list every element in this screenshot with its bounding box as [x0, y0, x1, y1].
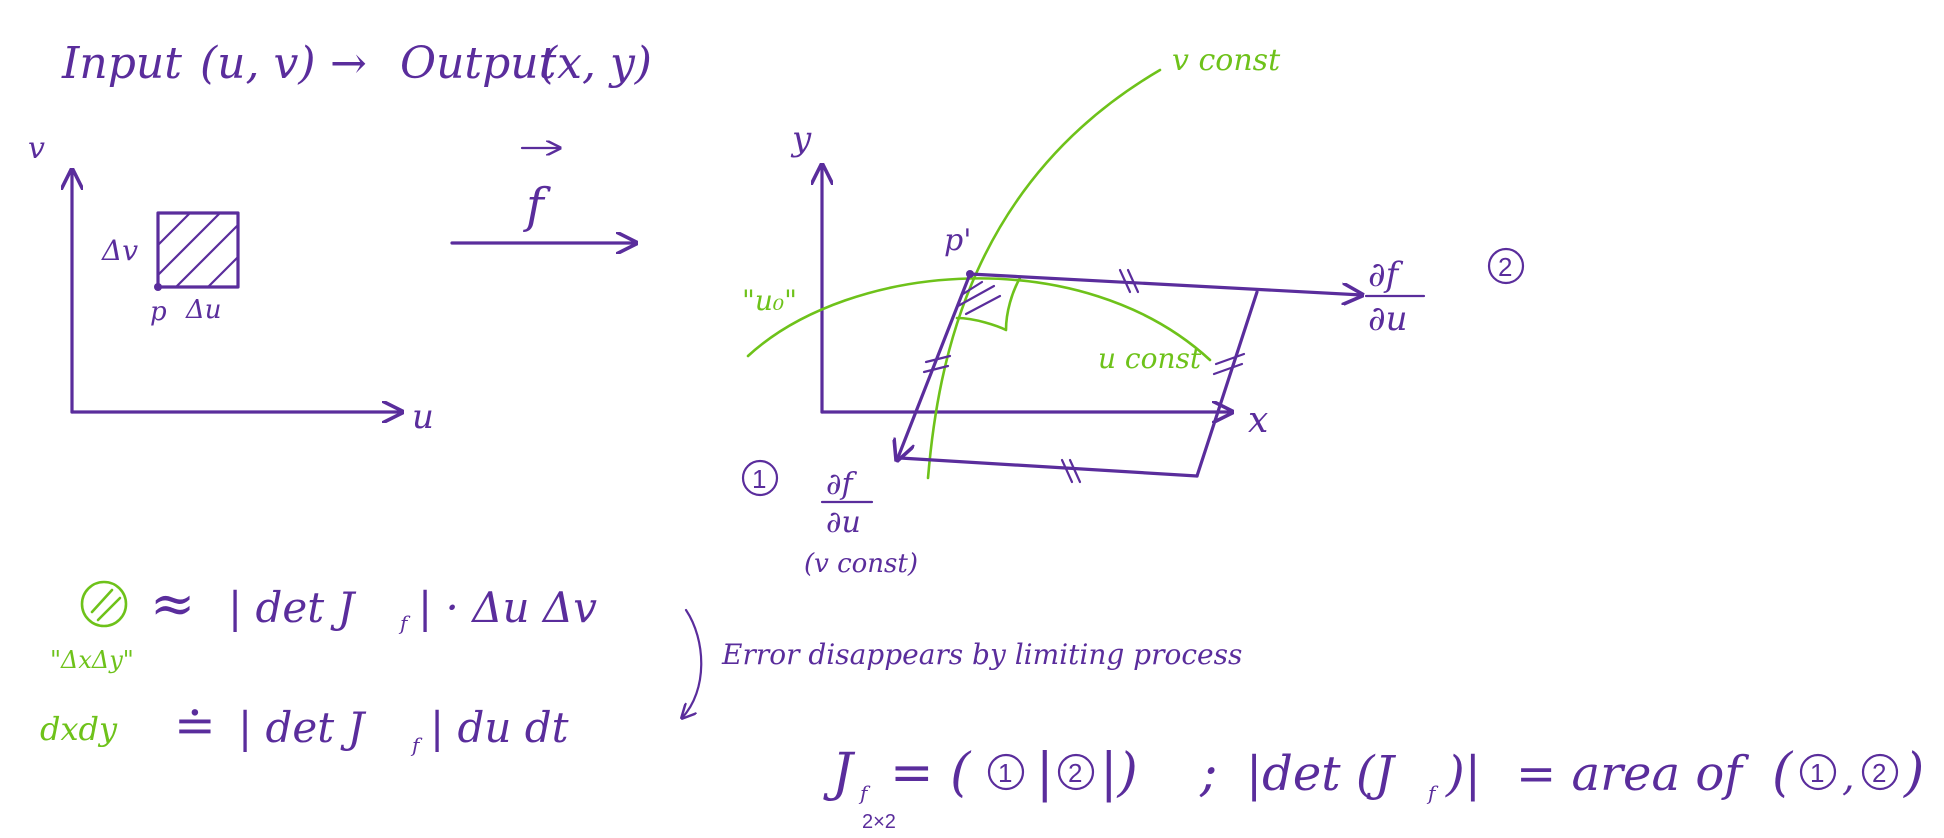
partial-1: 1 ∂f ∂u (v const) [741, 459, 918, 579]
eq-sign: ≐ [174, 696, 216, 754]
pair-circle-1-text: 1 [1810, 758, 1824, 788]
pair-circle-1 [1799, 753, 1837, 791]
partial-1-num: ∂f [826, 467, 858, 502]
y-axis-label: y [790, 119, 812, 159]
dxdy-label: dxdy [40, 710, 118, 748]
parallel-ticks [922, 268, 1246, 484]
pair-circle-2 [1861, 753, 1899, 791]
area-symbol-circle [80, 580, 128, 628]
point-p [154, 283, 162, 291]
output-args: (x, y) [540, 38, 652, 89]
v-axis-label: v [28, 131, 45, 166]
u-const-label: u const [1098, 342, 1202, 375]
square-hatch [156, 211, 240, 289]
partial-2-den: ∂u [1368, 299, 1407, 339]
delta-square [156, 211, 240, 289]
det-line-1: | det J [228, 583, 356, 632]
map-f: f [450, 148, 636, 243]
output-label: Output [400, 38, 557, 89]
edge-bottom [898, 456, 1199, 478]
u-axis-label: u [412, 397, 434, 437]
circle-2 [1487, 247, 1525, 285]
edge-right [1195, 290, 1259, 478]
pair-open: ( [1772, 743, 1794, 803]
jacobian-sub-f: f [858, 781, 871, 805]
pair-close: ) [1903, 743, 1924, 803]
small-cell-outline [955, 276, 1022, 332]
brace-arrow [682, 608, 703, 718]
det-line-1-tail: | · Δu Δv [418, 583, 597, 632]
jacobian-J: J [823, 743, 856, 803]
partial-2: ∂f ∂u 2 [1364, 247, 1525, 339]
jacobian-size: 2×2 [862, 811, 896, 833]
det-line-1-sub: f [398, 611, 411, 635]
jac-circle-2-text: 2 [1068, 758, 1082, 788]
jac-circle-1 [987, 753, 1025, 791]
parallelogram: p' [897, 223, 1362, 484]
uv-plot: v u Δv p Δu [28, 131, 434, 437]
area-of: = area of [1516, 746, 1749, 802]
header-arrow: → [330, 38, 367, 89]
equations: "ΔxΔy" ≈ | det J f | · Δu Δv dxdy ≐ | de… [40, 572, 1924, 833]
delta-u-label: Δu [185, 295, 222, 325]
det-abs-sub: f [1426, 781, 1439, 805]
circle-1 [741, 459, 779, 497]
u0-label: "u₀" [742, 284, 797, 317]
point-p-prime [966, 270, 974, 278]
jacobian-eq: = ( [890, 743, 972, 803]
delta-v-label: Δv [101, 234, 138, 267]
jacobian-sep: | [1036, 743, 1054, 803]
x-axis-label: x [1248, 400, 1268, 441]
xy-plot: y x v const u const "u₀" [741, 43, 1525, 579]
input-label: Input [61, 38, 182, 89]
det-abs-open: |det (J [1246, 746, 1397, 802]
circle-2-text: 2 [1498, 252, 1512, 282]
p-prime-label: p' [944, 223, 971, 258]
vector-2 [968, 272, 1362, 295]
delta-xy-hint: "ΔxΔy" [50, 646, 134, 674]
semicolon: ; [1199, 743, 1218, 803]
partial-1-note: (v const) [804, 549, 918, 579]
approx-sign: ≈ [150, 572, 195, 635]
jac-circle-1-text: 1 [998, 758, 1012, 788]
input-args: (u, v) [200, 38, 316, 89]
pair-sep: , [1842, 754, 1855, 800]
jacobian-close: |) [1100, 743, 1138, 803]
f-label: f [523, 178, 551, 234]
v-const-curve [926, 68, 1162, 480]
det-abs-close: )| [1445, 746, 1481, 802]
jac-circle-2 [1057, 753, 1095, 791]
area-symbol-hatch [90, 588, 122, 622]
partial-2-num: ∂f [1368, 255, 1404, 295]
cell-hatch [956, 280, 1002, 316]
det-line-2-tail: | du dt [430, 703, 569, 752]
pair-circle-2-text: 2 [1872, 758, 1886, 788]
v-const-label: v const [1172, 43, 1281, 78]
circle-1-text: 1 [752, 464, 766, 494]
det-line-2: | det J [238, 703, 366, 752]
p-label: p [150, 297, 167, 327]
det-line-2-sub: f [410, 733, 423, 757]
error-note: Error disappears by limiting process [721, 638, 1242, 671]
header: Input (u, v) → Output (x, y) [61, 38, 652, 89]
partial-1-den: ∂u [826, 505, 861, 540]
